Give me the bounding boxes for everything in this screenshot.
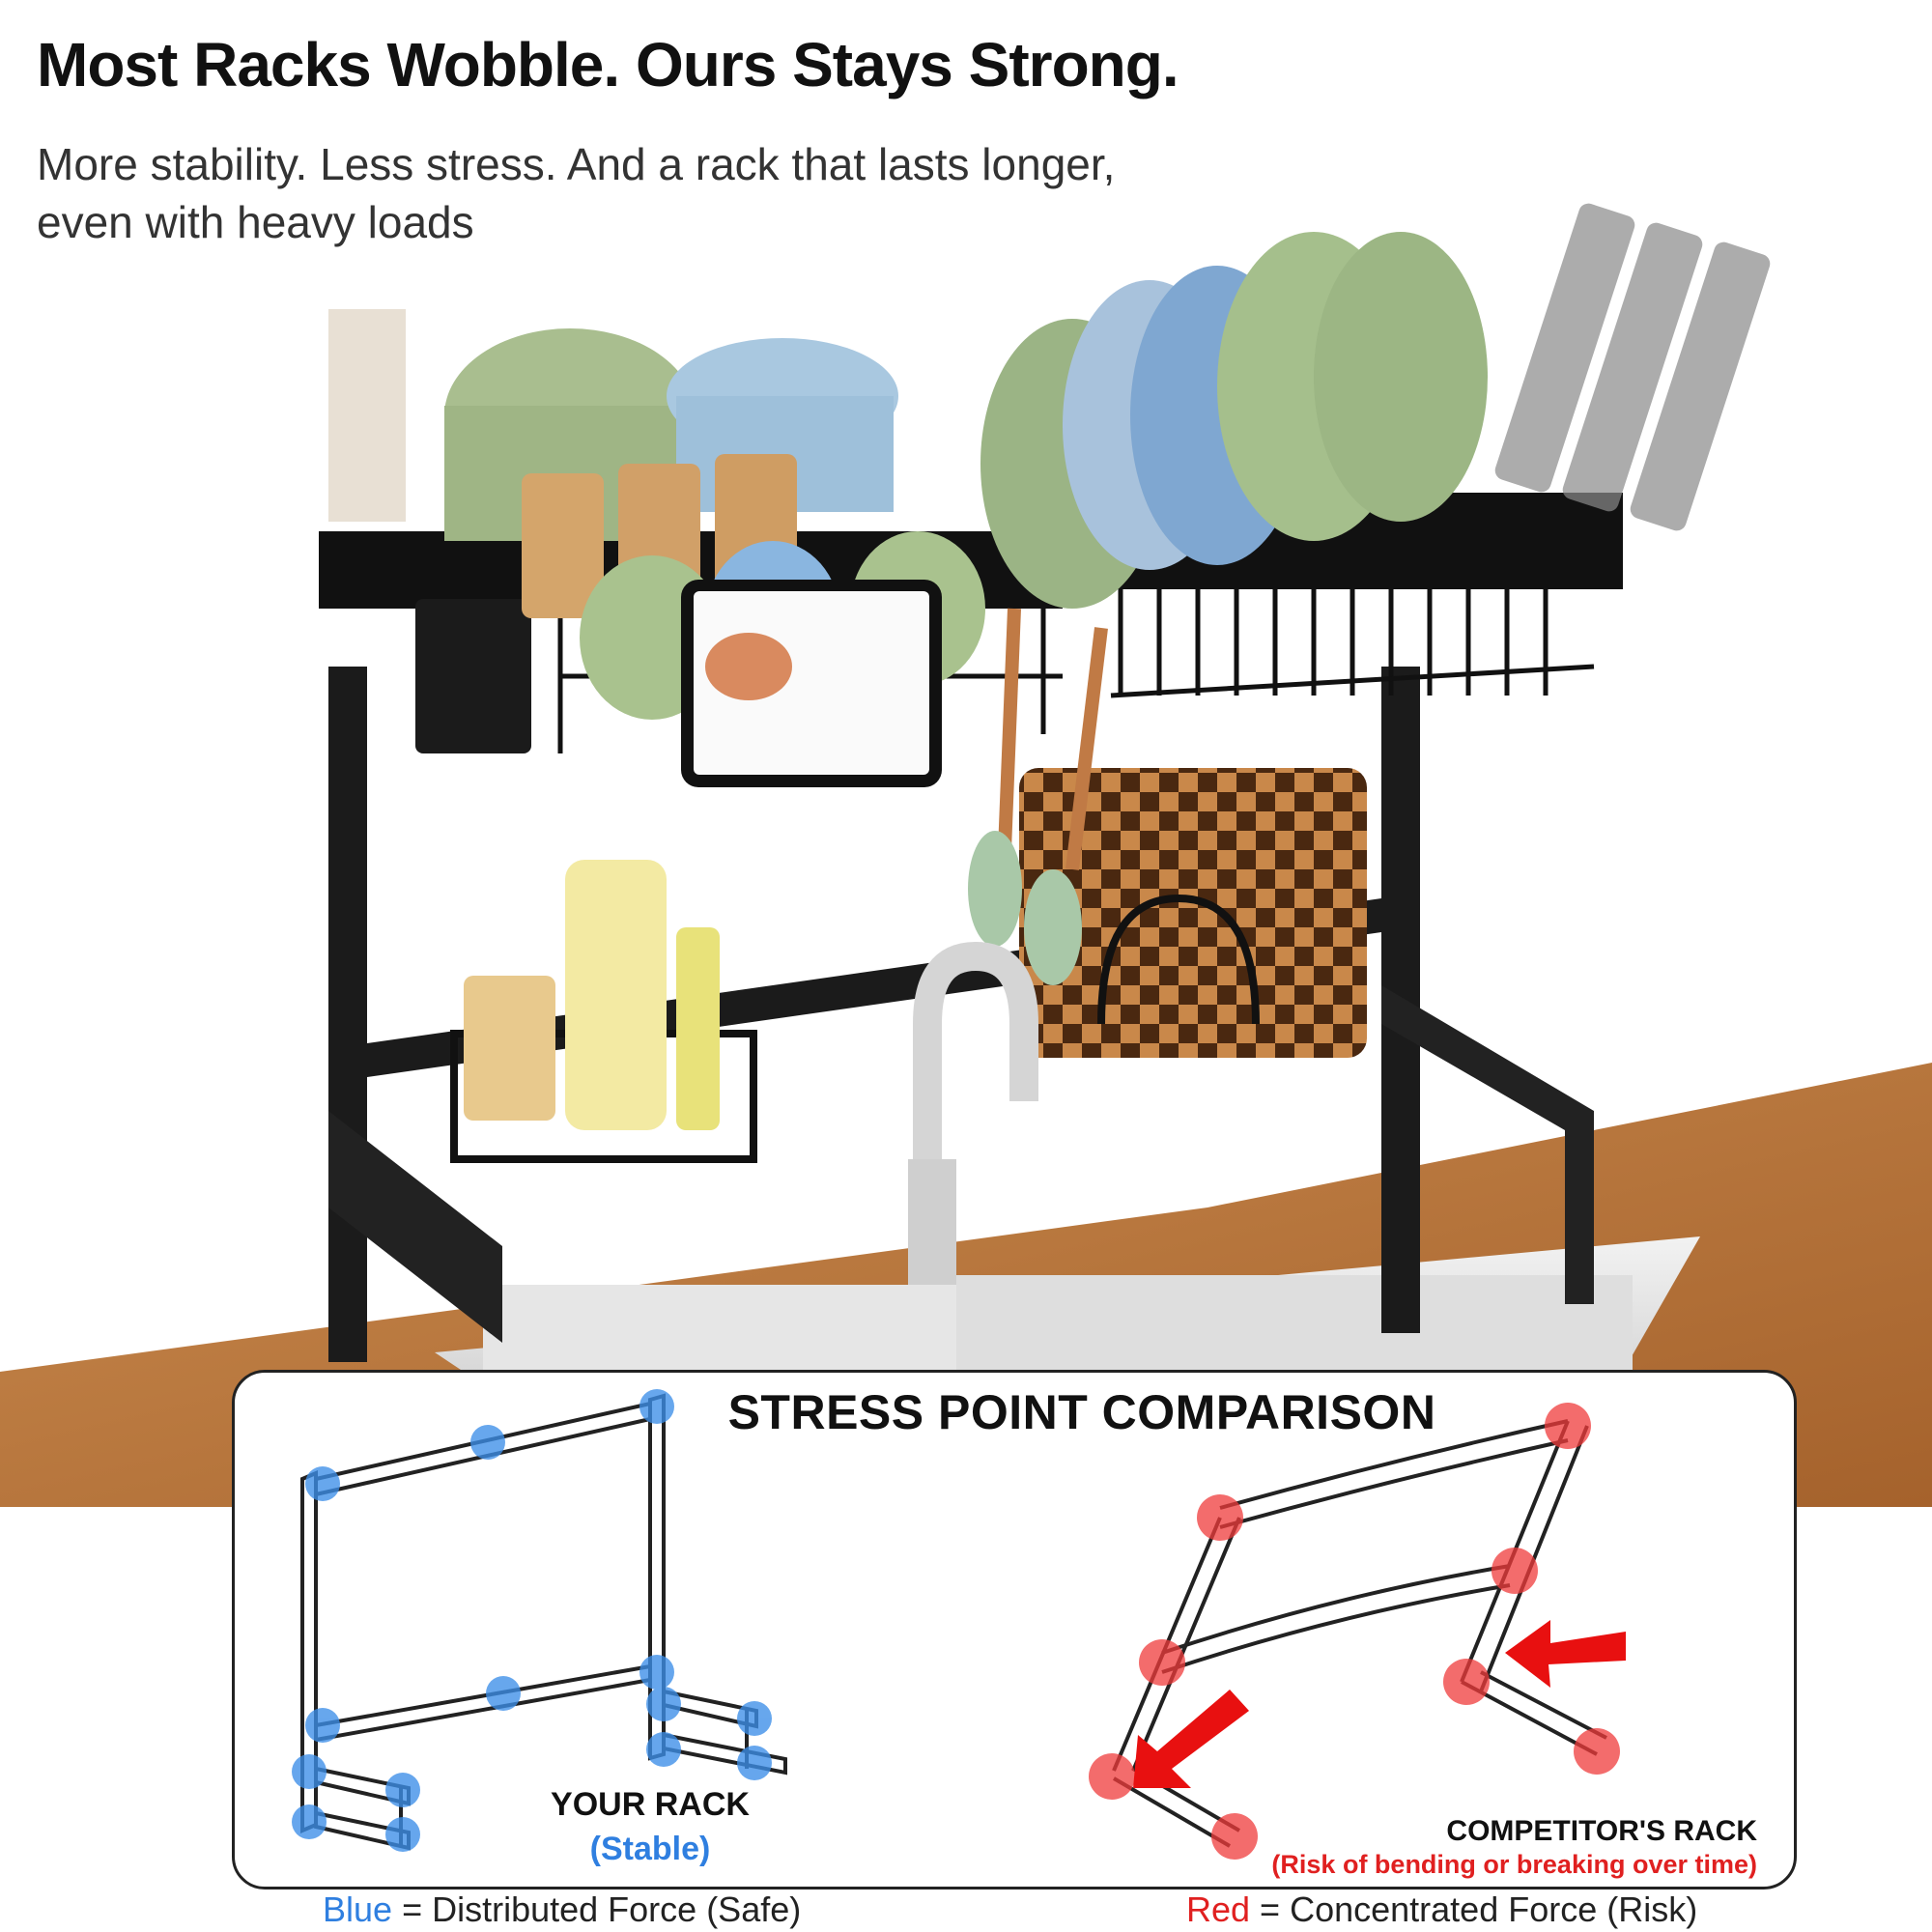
your-rack-status: (Stable) [589, 1831, 711, 1867]
legend-red-text: = Concentrated Force (Risk) [1250, 1889, 1698, 1929]
stress-point-blue-icon [292, 1389, 772, 1852]
spray-bottle [676, 927, 720, 1130]
comparison-diagram [292, 1389, 1626, 1860]
rack-leg-left-front [328, 667, 367, 1362]
faucet [913, 941, 1038, 1275]
force-arrow-icon [1133, 1620, 1626, 1788]
silicone-spatula [968, 831, 1022, 947]
competitor-note: (Risk of bending or breaking over time) [1271, 1850, 1757, 1879]
stress-comparison-panel: STRESS POINT COMPARISON [232, 1370, 1797, 1889]
silicone-spoon [1024, 869, 1082, 985]
utensil-holder [415, 599, 531, 753]
glass-cups [1494, 203, 1771, 531]
legend-blue-text: = Distributed Force (Safe) [392, 1889, 802, 1929]
your-rack-label: YOUR RACK [551, 1786, 750, 1823]
canister-1 [522, 473, 604, 618]
legend-risk: Red = Concentrated Force (Risk) [1186, 1889, 1697, 1930]
your-rack-frame [300, 1393, 787, 1851]
comparison-title: STRESS POINT COMPARISON [727, 1385, 1436, 1439]
legend-safe: Blue = Distributed Force (Safe) [323, 1889, 801, 1930]
legend-red-key: Red [1186, 1889, 1251, 1929]
subline: More stability. Less stress. And a rack … [37, 139, 1116, 247]
dish-soap-bottle [565, 860, 667, 1130]
knife-block [328, 309, 406, 522]
stress-point-red-icon [1089, 1403, 1620, 1860]
headline: Most Racks Wobble. Ours Stays Strong. [37, 30, 1179, 99]
sponge [464, 976, 555, 1121]
legend-blue-key: Blue [323, 1889, 393, 1929]
competitor-label: COMPETITOR'S RACK [1446, 1815, 1757, 1847]
